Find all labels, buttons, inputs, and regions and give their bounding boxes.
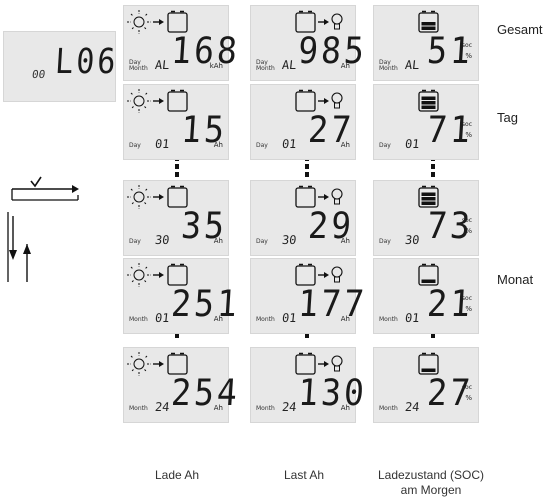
period-label: Month <box>129 316 148 323</box>
period-label: Month <box>379 316 398 323</box>
soc-tag: soc <box>461 384 472 391</box>
period-index: 30 <box>404 233 421 247</box>
load-display-day-01: Day 01 27 Ah <box>250 84 356 160</box>
period-index: 24 <box>404 400 421 414</box>
load-display-month-24: Month 24 130 Ah <box>250 347 368 423</box>
charge-value: 254 <box>170 371 242 414</box>
soc-tag: soc <box>461 121 472 128</box>
charge-unit: Ah <box>213 404 223 412</box>
soc-tag: soc <box>461 295 472 302</box>
charge-unit: kAh <box>209 62 223 70</box>
soc-unit: % <box>465 52 472 60</box>
down-up-arrows-icon <box>7 212 31 282</box>
column-label-soc: Ladezustand (SOC) am Morgen <box>377 468 485 497</box>
period-label: Day <box>256 142 268 149</box>
load-unit: Ah <box>340 62 350 70</box>
charge-unit: Ah <box>213 315 223 323</box>
period-label: Day <box>256 238 268 245</box>
period-label: Month <box>256 405 275 412</box>
intro-prefix: 00 <box>31 68 47 81</box>
charge-unit: Ah <box>213 141 223 149</box>
charge-display-month-24: Month 24 254 Ah <box>123 347 241 423</box>
row-label-tag: Tag <box>497 110 518 125</box>
charge-display-day-30: Day 30 35 Ah <box>123 180 229 256</box>
load-unit: Ah <box>340 237 350 245</box>
column-label-charge: Lade Ah <box>154 468 200 482</box>
soc-unit: % <box>465 305 472 313</box>
soc-display-month-24: Month 24 27 soc % <box>373 347 479 423</box>
period-label: Month <box>129 405 148 412</box>
soc-tag: soc <box>461 217 472 224</box>
load-unit: Ah <box>340 315 350 323</box>
period-index: 01 <box>281 311 298 325</box>
charge-value: 251 <box>170 282 242 325</box>
load-display-month-01: Month 01 177 Ah <box>250 258 368 334</box>
period-index: 01 <box>154 311 171 325</box>
column-label-load: Last Ah <box>283 468 325 482</box>
row-label-gesamt: Gesamt <box>497 22 543 37</box>
load-value: 985 <box>297 29 369 72</box>
load-unit: Ah <box>340 141 350 149</box>
charge-display-day-01: Day 01 15 Ah <box>123 84 229 160</box>
intro-code: L06 <box>54 41 120 82</box>
period-index: 01 <box>404 311 421 325</box>
charge-display-month-01: Month 01 251 Ah <box>123 258 241 334</box>
period-index: 30 <box>281 233 298 247</box>
period-label: Day <box>379 238 391 245</box>
period-label: Day <box>379 142 391 149</box>
period-index: 01 <box>154 137 171 151</box>
period-label: Month <box>379 405 398 412</box>
soc-value: 21 <box>426 282 475 325</box>
soc-unit: % <box>465 394 472 402</box>
load-value: 130 <box>297 371 369 414</box>
soc-value: 71 <box>426 108 475 151</box>
period-label: Month <box>256 316 275 323</box>
period-index: 24 <box>154 400 171 414</box>
soc-unit: % <box>465 131 472 139</box>
period-index: 24 <box>281 400 298 414</box>
charge-value: 168 <box>170 29 242 72</box>
row-label-monat: Monat <box>497 272 534 287</box>
soc-display-month-01: Month 01 21 soc % <box>373 258 479 334</box>
soc-value: 27 <box>426 371 475 414</box>
intro-display: 00 L06 <box>3 31 120 102</box>
soc-display-day-01: Day 01 71 soc % <box>373 84 479 160</box>
check-arrow-right-icon <box>11 176 79 201</box>
period-index: 01 <box>281 137 298 151</box>
period-index: AL <box>154 58 171 72</box>
soc-value: 51 <box>426 29 475 72</box>
period-label: Day <box>129 142 141 149</box>
soc-display-day-30: Day 30 73 soc % <box>373 180 479 256</box>
period-index: 30 <box>154 233 171 247</box>
charge-unit: Ah <box>213 237 223 245</box>
period-index: 01 <box>404 137 421 151</box>
load-display-day-30: Day 30 29 Ah <box>250 180 356 256</box>
load-unit: Ah <box>340 404 350 412</box>
soc-unit: % <box>465 227 472 235</box>
period-index: AL <box>281 58 298 72</box>
period-label: Day <box>129 238 141 245</box>
soc-value: 73 <box>426 204 475 247</box>
load-value: 177 <box>297 282 369 325</box>
period-index: AL <box>404 58 421 72</box>
soc-tag: soc <box>461 42 472 49</box>
